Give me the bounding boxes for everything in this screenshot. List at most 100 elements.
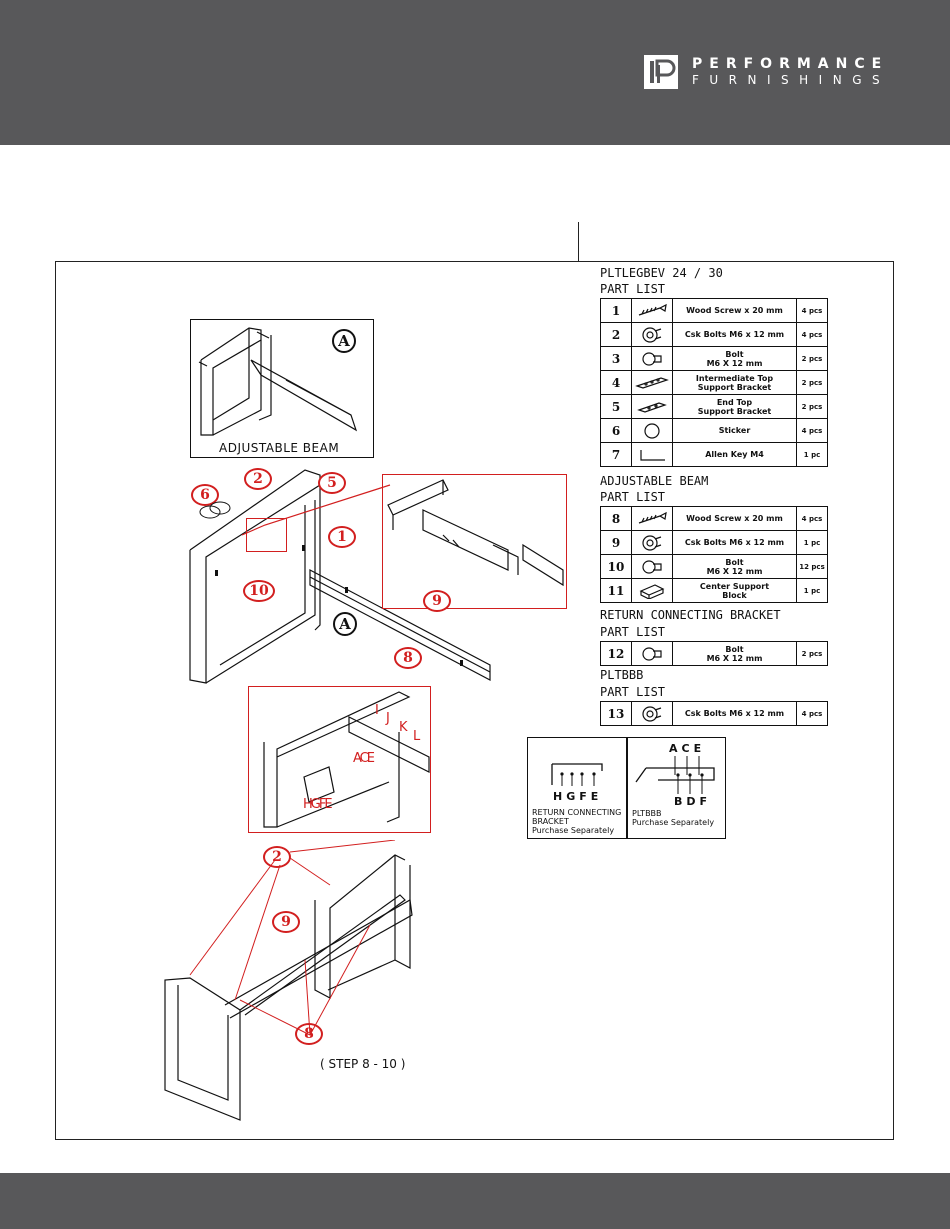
return-bracket-title: RETURN CONNECTING BRACKET xyxy=(600,608,781,622)
part-quantity: 4 pcs xyxy=(796,322,828,347)
part-description: Csk Bolts M6 x 12 mm xyxy=(672,701,797,726)
part-quantity: 2 pcs xyxy=(796,641,828,666)
part-number: 2 xyxy=(600,322,632,347)
adjustable-beam-drawing xyxy=(198,327,358,436)
part-quantity: 1 pc xyxy=(796,578,828,603)
detail-beam-drawing xyxy=(263,691,430,828)
part-description: Wood Screw x 20 mm xyxy=(672,298,797,323)
part-description: Bolt M6 X 12 mm xyxy=(672,346,797,371)
part-quantity: 2 pcs xyxy=(796,370,828,395)
model-title: PLTLEGBEV 24 / 30 xyxy=(600,266,723,280)
pltbbb-title: PLTBBB xyxy=(600,668,644,682)
callout-bottom-part-2: 2 xyxy=(263,846,291,868)
part-list-title-pltbbb: PART LIST xyxy=(600,685,666,699)
part-number: 9 xyxy=(600,530,632,555)
header-divider xyxy=(578,222,579,262)
hole-label-j: J xyxy=(386,711,390,726)
callout-part-10: 10 xyxy=(243,580,275,602)
part-quantity: 4 pcs xyxy=(796,506,828,531)
block-icon xyxy=(631,578,673,603)
part-quantity: 2 pcs xyxy=(796,346,828,371)
sticker-drawing xyxy=(199,501,231,519)
callout-part-9: 9 xyxy=(423,590,451,612)
part-number: 6 xyxy=(600,418,632,443)
callout-part-6: 6 xyxy=(191,484,219,506)
csk-bolt-icon xyxy=(631,322,673,347)
callout-leader-lines xyxy=(189,840,396,1036)
bolt-icon xyxy=(631,641,673,666)
part-description: Csk Bolts M6 x 12 mm xyxy=(672,322,797,347)
hole-label-l: L xyxy=(413,729,421,744)
part-quantity: 4 pcs xyxy=(796,418,828,443)
part-number: 3 xyxy=(600,346,632,371)
callout-bottom-part-9: 9 xyxy=(272,911,300,933)
part-number: 8 xyxy=(600,506,632,531)
part-number: 11 xyxy=(600,578,632,603)
part-list-title: PART LIST xyxy=(600,282,666,296)
inset-caption: ADJUSTABLE BEAM xyxy=(219,441,340,455)
part-quantity: 1 pc xyxy=(796,442,828,467)
part-description: Wood Screw x 20 mm xyxy=(672,506,797,531)
brand-subname: FURNISHINGS xyxy=(692,73,891,87)
instruction-frame xyxy=(55,261,894,1140)
part-number: 7 xyxy=(600,442,632,467)
hole-label-ace: ACE xyxy=(353,751,375,766)
leg-assembly-drawing xyxy=(189,469,491,684)
part-number: 4 xyxy=(600,370,632,395)
part-quantity: 4 pcs xyxy=(796,701,828,726)
desk-frame-drawing xyxy=(164,854,413,1121)
part-number: 5 xyxy=(600,394,632,419)
bracket-short-icon xyxy=(631,394,673,419)
hole-label-hgfe: HGFE xyxy=(303,797,333,812)
detail-highlight xyxy=(246,518,287,552)
allen-key-icon xyxy=(631,442,673,467)
beam-reference-a: A xyxy=(333,612,357,636)
callout-part-1: 1 xyxy=(328,526,356,548)
hole-label-i: I xyxy=(375,703,379,718)
part-description: Center Support Block xyxy=(672,578,797,603)
bracket-hole-letters: HGFE xyxy=(553,790,603,803)
part-number: 10 xyxy=(600,554,632,579)
part-quantity: 4 pcs xyxy=(796,298,828,323)
part-list-title-beam: PART LIST xyxy=(600,490,666,504)
csk-bolt-icon xyxy=(631,701,673,726)
part-number: 12 xyxy=(600,641,632,666)
detail-view-beam-holes: I J K L ACE HGFE xyxy=(248,686,431,833)
part-quantity: 12 pcs xyxy=(796,554,828,579)
wood-screw-icon xyxy=(631,506,673,531)
bracket-icon xyxy=(631,370,673,395)
pltbbb-caption: PLTBBB Purchase Separately xyxy=(632,809,715,827)
bolt-icon xyxy=(631,554,673,579)
part-description: Sticker xyxy=(672,418,797,443)
callout-part-2: 2 xyxy=(244,468,272,490)
part-description: End Top Support Bracket xyxy=(672,394,797,419)
purchase-separately-box: HGFE RETURN CONNECTING BRACKET Purchase … xyxy=(527,737,726,839)
bolt-icon xyxy=(631,346,673,371)
page-header: PERFORMANCE FURNISHINGS xyxy=(0,0,950,145)
csk-bolt-icon xyxy=(631,530,673,555)
detail-view-bracket xyxy=(382,474,567,609)
hole-label-k: K xyxy=(399,720,408,735)
part-number: 1 xyxy=(600,298,632,323)
part-quantity: 2 pcs xyxy=(796,394,828,419)
wood-screw-icon xyxy=(631,298,673,323)
return-bracket-caption: RETURN CONNECTING BRACKET Purchase Separ… xyxy=(532,808,622,835)
part-description: Csk Bolts M6 x 12 mm xyxy=(672,530,797,555)
adjustable-beam-inset: A ADJUSTABLE BEAM xyxy=(190,319,374,458)
detail-bracket-drawing xyxy=(387,479,564,587)
